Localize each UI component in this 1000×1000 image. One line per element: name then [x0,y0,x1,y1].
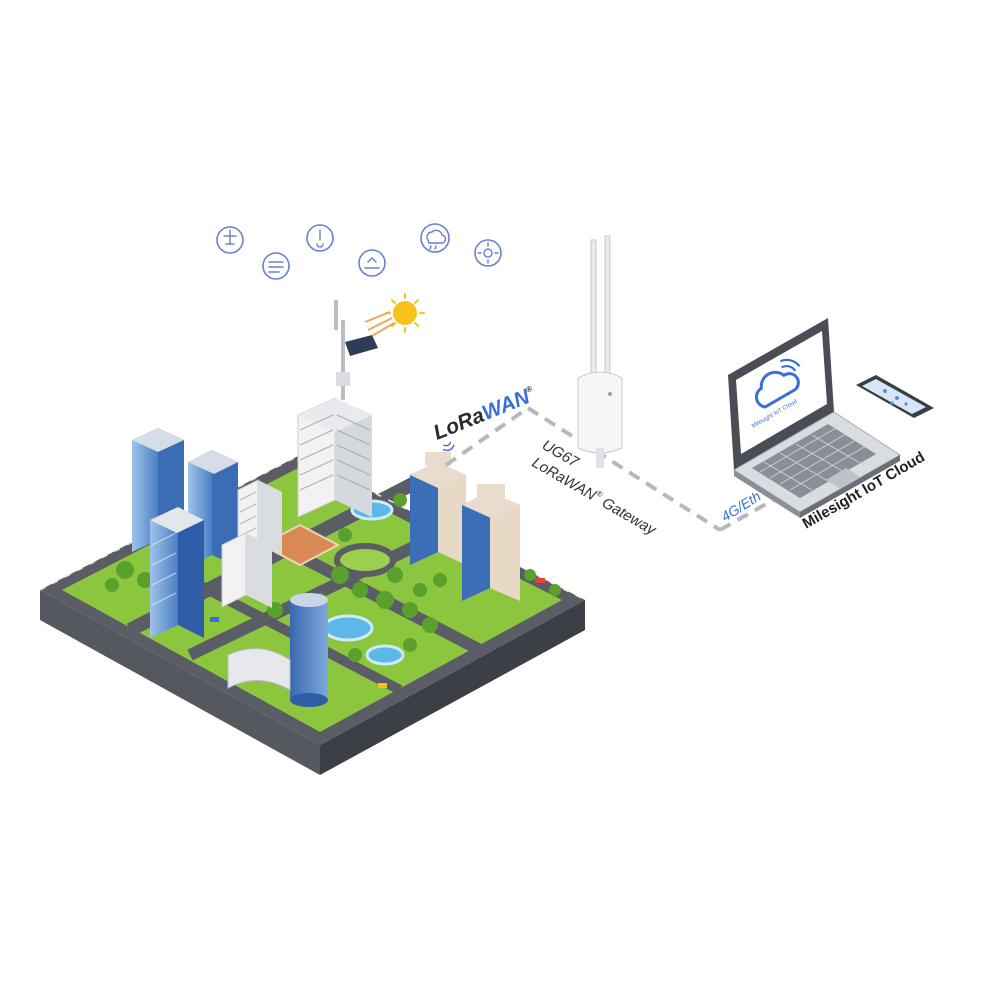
cylinder-tower [290,593,328,707]
trees [105,493,561,662]
pond [322,614,374,642]
wind-sensor-icon [216,226,244,254]
city-block [39,293,586,775]
rain-cloud-icon [420,223,450,253]
gateway-antenna-right [604,235,611,381]
roundabout [334,543,396,577]
central-tower [297,300,378,518]
laptop-touchpad [826,468,862,490]
phone-screen [862,379,926,414]
gateway-suffix: Gateway [595,492,660,539]
keyboard-keys [759,427,867,491]
lorawan-logo-wan: WAN [479,385,534,425]
white-building-2 [221,532,272,608]
gateway-reg: ® [595,488,605,499]
sun-icon [364,293,425,337]
signal-waves-icon [442,441,455,452]
solar-panel [345,335,378,356]
cloud-logo-icon [754,358,801,409]
smartphone [856,375,934,418]
sun-sensor-icon [474,239,502,267]
thermometer-icon [306,224,334,252]
lorawan-logo: LoRaWAN® [430,384,534,452]
glass-tower-3 [150,507,204,638]
curved-building [227,648,291,691]
right-building-2 [462,484,520,601]
gateway-body [577,371,623,454]
laptop-keyboard [752,424,876,498]
ug67-gateway [577,235,623,468]
link-city-to-gateway-b [526,406,722,532]
laptop: Milesight IoT Cloud [728,318,901,518]
sensor-icons [216,223,502,280]
link-gateway-to-cloud [719,493,783,532]
link-city-to-gateway-a [444,406,530,467]
cars [210,578,545,688]
weather-mast [341,320,345,400]
laptop-screen [736,331,827,454]
laptop-edge [734,470,800,518]
gateway-antenna-left [590,239,597,381]
svg-text:LoRaWAN® Gateway: LoRaWAN® Gateway [529,453,660,539]
right-building-1 [410,452,466,565]
city-base-right [320,600,585,775]
connection-lines [444,406,783,532]
ground-sensor-icon [358,249,386,277]
pond [365,644,405,666]
lorawan-logo-mark: ® [525,384,534,395]
fog-sensor-icon [262,252,290,280]
lorawan-logo-lora: LoRa [430,404,488,445]
city-base-left [40,590,320,775]
